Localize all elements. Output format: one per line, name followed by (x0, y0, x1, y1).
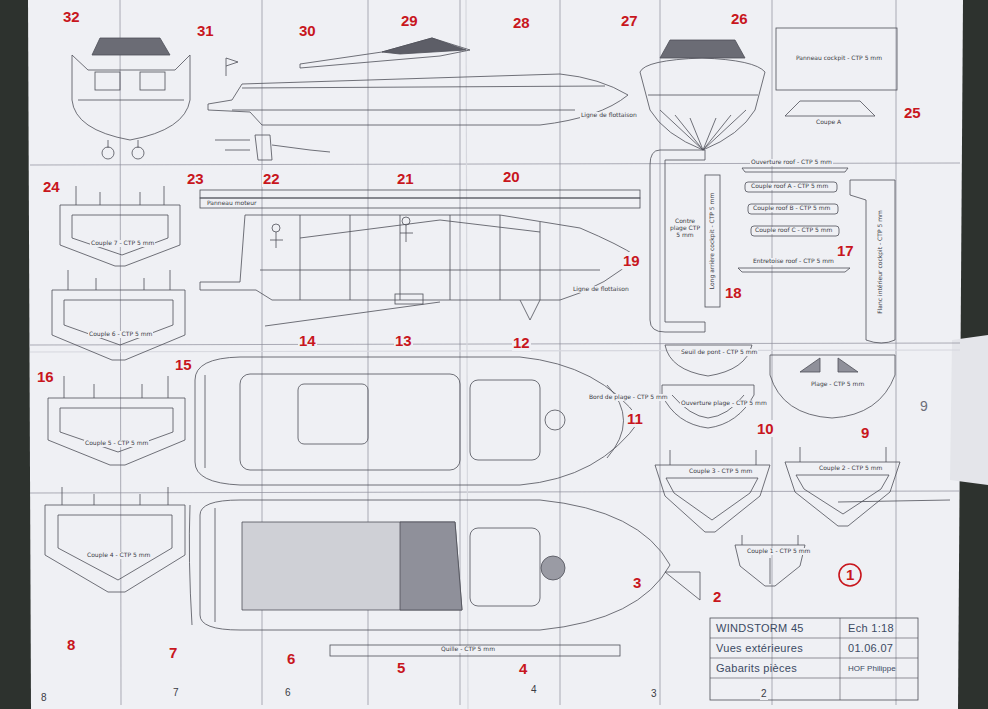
callout-number: 18 (724, 284, 743, 301)
grid-number: 8 (40, 692, 48, 704)
callout-number: 27 (620, 12, 639, 29)
callout-number: 12 (512, 334, 531, 351)
grid-number: 3 (650, 688, 658, 700)
callout-number: 28 (512, 14, 531, 31)
callout-number: 3 (632, 574, 642, 591)
grid-number: 2 (760, 688, 768, 700)
callout-number: 29 (400, 12, 419, 29)
callout-number: 13 (394, 332, 413, 349)
callout-circle (839, 564, 861, 586)
grid-number: 6 (284, 687, 292, 699)
callout-number: 22 (262, 170, 281, 187)
callout-number: 2 (712, 588, 722, 605)
part-label: Quille - CTP 5 mm (440, 646, 496, 653)
paper-edge (950, 335, 988, 485)
part-label: Couple 3 - CTP 5 mm (688, 468, 753, 475)
callout-number: 25 (903, 104, 922, 121)
callout-number: 6 (286, 650, 296, 667)
grid-number: 4 (530, 684, 538, 696)
title-cell: 01.06.07 (848, 642, 893, 655)
callout-number: 7 (168, 644, 178, 661)
title-block (710, 618, 918, 700)
callout-number: 11 (626, 410, 644, 427)
part-label: Plage - CTP 5 mm (810, 381, 865, 388)
part-label: Couple 2 - CTP 5 mm (818, 465, 883, 472)
grid-number: 9 (920, 398, 928, 414)
callout-number: 32 (62, 8, 81, 25)
callout-number: 16 (36, 368, 55, 385)
title-cell: Gabarits pièces (716, 662, 797, 675)
part-label: Long arrière cockpit - CTP 5 mm (709, 192, 716, 291)
part-label: Ligne de flottaison (580, 112, 638, 119)
part-label: Couple 4 - CTP 5 mm (86, 552, 151, 559)
part-label: Entretoise roof - CTP 5 mm (752, 258, 835, 265)
grid-number: 7 (172, 687, 180, 699)
paper-sheet (28, 0, 963, 709)
title-cell: Vues extérieures (716, 642, 803, 655)
part-label: Contre plage CTP 5 mm (668, 218, 702, 239)
grid-lines (30, 0, 960, 705)
callout-number: 10 (756, 420, 775, 437)
callout-number: 20 (502, 168, 521, 185)
part-label: Bord de plage - CTP 5 mm (588, 394, 669, 401)
part-label: Couple roof C - CTP 5 mm (754, 227, 833, 234)
callout-number: 31 (196, 22, 215, 39)
callout-number: 26 (730, 10, 749, 27)
callout-number: 8 (66, 636, 76, 653)
callout-number: 24 (42, 178, 61, 195)
callout-number: 9 (860, 424, 870, 441)
part-label: Ligne de flottaison (572, 286, 630, 293)
part-label: Panneau cockpit - CTP 5 mm (795, 55, 883, 62)
title-cell: Ech 1:18 (848, 622, 894, 635)
part-label: Couple 1 - CTP 5 mm (746, 548, 811, 555)
part-label: Couple roof A - CTP 5 mm (750, 183, 829, 190)
part-label: Flanc intérieur cockpit - CTP 5 mm (877, 209, 884, 315)
title-cell: HOF Philippe (848, 664, 896, 673)
callout-number: 5 (396, 659, 406, 676)
part-label: Couple 6 - CTP 5 mm (88, 331, 153, 338)
part-label: Ouverture roof - CTP 5 mm (750, 159, 833, 166)
callout-number: 14 (298, 332, 317, 349)
boat-drawing (45, 28, 950, 656)
part-label: Couple roof B - CTP 5 mm (752, 205, 831, 212)
callout-number: 19 (622, 252, 641, 269)
callout-number: 4 (518, 660, 528, 677)
callout-number: 15 (174, 356, 193, 373)
callout-number: 23 (186, 170, 205, 187)
title-cell: WINDSTORM 45 (716, 622, 804, 635)
paper-folds (30, 0, 960, 709)
part-label: Ouverture plage - CTP 5 mm (680, 400, 768, 407)
part-label: Couple 5 - CTP 5 mm (84, 440, 149, 447)
callout-number: 17 (836, 242, 855, 259)
callout-number: 1 (845, 566, 855, 583)
callout-number: 30 (298, 22, 317, 39)
part-label: Panneau moteur (206, 200, 258, 207)
part-label: Seuil de pont - CTP 5 mm (680, 349, 758, 356)
callout-number: 21 (396, 170, 415, 187)
part-label: Couple 7 - CTP 5 mm (90, 240, 155, 247)
part-label: Coupe A (815, 119, 842, 126)
